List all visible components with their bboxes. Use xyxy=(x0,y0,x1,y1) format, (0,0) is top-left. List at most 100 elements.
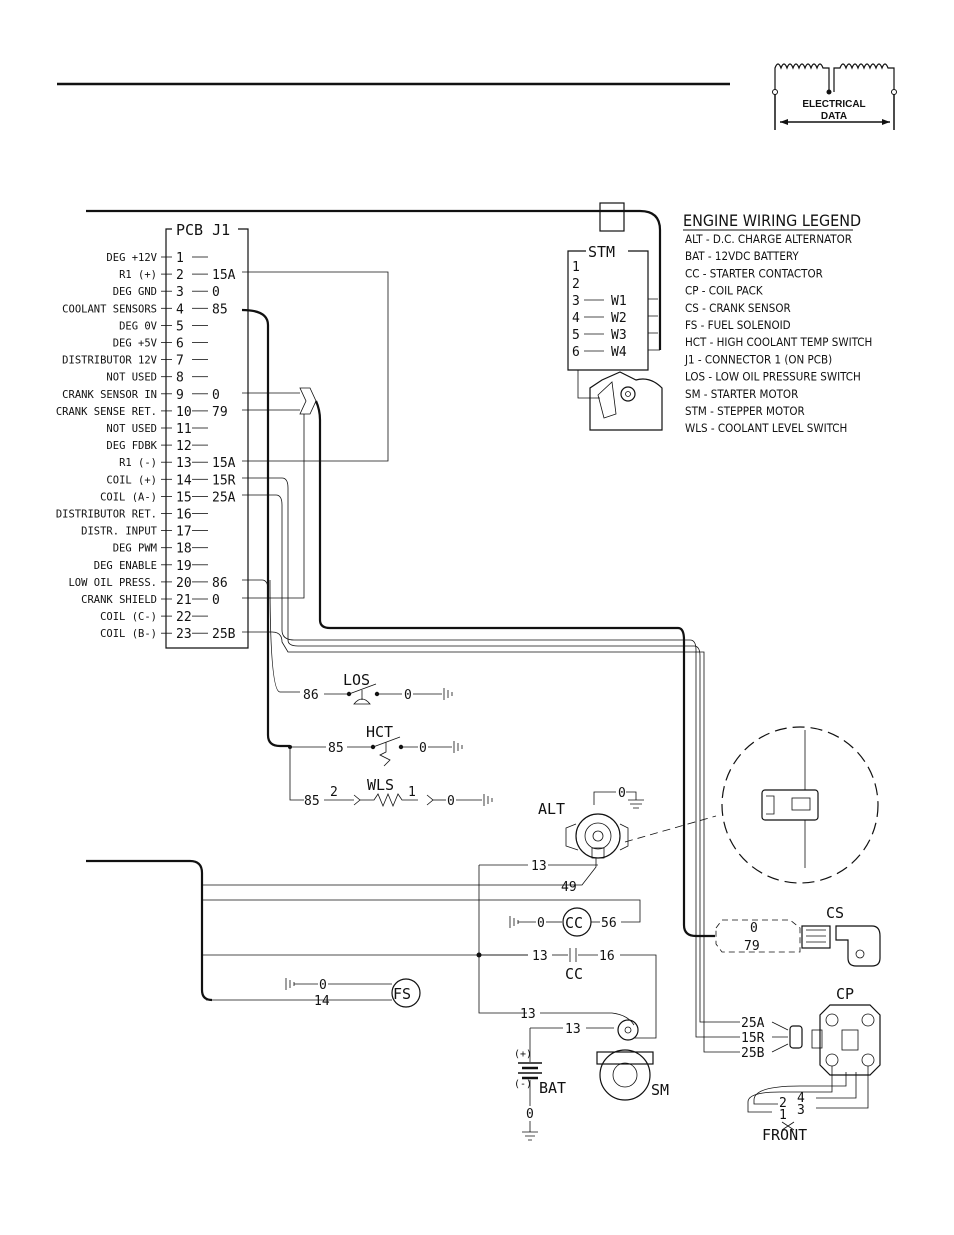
pcb-pin: 7 xyxy=(176,354,184,369)
cc-contacts: 13 16 CC xyxy=(532,948,657,1039)
stm-pin: 4 xyxy=(572,311,580,326)
front-label: FRONT xyxy=(762,1126,807,1144)
cp-pin1: 1 xyxy=(779,1108,787,1123)
legend-item: CC - STARTER CONTACTOR xyxy=(685,266,823,280)
wire-los-0: 0 xyxy=(404,688,412,703)
legend-title: ENGINE WIRING LEGEND xyxy=(683,211,861,230)
stm-plug xyxy=(599,202,625,232)
electrical-data-logo: ELECTRICAL DATA xyxy=(772,63,897,130)
cc-coil: 0 CC 56 xyxy=(509,907,617,937)
wire-cc-16: 16 xyxy=(599,949,615,964)
hct-label: HCT xyxy=(366,723,393,741)
wire-alt-49: 49 xyxy=(561,880,577,895)
pcb-row-label: R1 (+) xyxy=(119,269,157,281)
pcb-row-label: LOW OIL PRESS. xyxy=(68,577,157,589)
pcb-wire: 0 xyxy=(212,593,220,608)
cp-pin3: 3 xyxy=(797,1103,805,1118)
pcb-pin: 1 xyxy=(176,251,184,266)
pcb-pin: 5 xyxy=(176,319,184,334)
pcb-pin: 17 xyxy=(176,525,192,540)
wire-cc-0: 0 xyxy=(537,916,545,931)
wls-switch: WLS 85 2 1 0 xyxy=(304,776,493,809)
pcb-row-label: DEG GND xyxy=(113,286,157,298)
wire-alt-13: 13 xyxy=(531,859,547,874)
stm-wire: W4 xyxy=(611,345,627,360)
wire-wls-85: 85 xyxy=(304,794,320,809)
pcb-pin: 3 xyxy=(176,285,184,300)
pcb-row-label: CRANK SHIELD xyxy=(81,594,157,606)
wire-86: 86 xyxy=(303,688,319,703)
pcb-wire: 25B xyxy=(212,627,236,642)
pcb-row-label: DISTRIBUTOR RET. xyxy=(56,509,157,521)
pcb-pin: 19 xyxy=(176,559,192,574)
wire-bat-0: 0 xyxy=(526,1107,534,1122)
bat-battery: (+) (-) BAT 0 xyxy=(514,1028,566,1141)
pcb-pin: 6 xyxy=(176,337,184,352)
cp-pin4: 4 xyxy=(797,1091,805,1106)
stm-pin: 5 xyxy=(572,328,580,343)
stm-pin: 6 xyxy=(572,345,580,360)
stm-wire: W1 xyxy=(611,294,627,309)
wire-cp-15r: 15R xyxy=(741,1031,765,1046)
cp-label: CP xyxy=(836,985,854,1003)
stm-wire: W2 xyxy=(611,311,627,326)
sm-starter-motor: 13 13 SM xyxy=(520,1007,669,1101)
bat-plus: (+) xyxy=(514,1049,532,1060)
wire-wls-0: 0 xyxy=(447,794,455,809)
alt-label: ALT xyxy=(538,800,565,818)
wire-fs-14: 14 xyxy=(314,994,330,1009)
pcb-pin: 16 xyxy=(176,508,192,523)
pcb-row-label: COIL (+) xyxy=(106,474,157,486)
cp-pin2: 2 xyxy=(779,1096,787,1111)
pcb-row-label: DISTR. INPUT xyxy=(81,526,158,538)
wls-pin2: 2 xyxy=(330,785,338,800)
stm-pin: 1 xyxy=(572,260,580,275)
pcb-wiring xyxy=(241,271,740,1053)
pcb-title: PCB J1 xyxy=(176,221,230,239)
wire-sm-13b: 13 xyxy=(565,1022,581,1037)
fs-label: FS xyxy=(393,985,411,1003)
wls-label: WLS xyxy=(367,776,394,794)
engine-wiring-legend: ENGINE WIRING LEGEND ALT - D.C. CHARGE A… xyxy=(683,211,872,435)
cs-crank-sensor: 0 79 CS xyxy=(715,904,881,967)
legend-item: LOS - LOW OIL PRESSURE SWITCH xyxy=(685,370,861,384)
logo-line2: DATA xyxy=(821,111,847,122)
pcb-wire: 0 xyxy=(212,388,220,403)
pcb-row-label: COIL (A-) xyxy=(100,491,157,503)
legend-item: HCT - HIGH COOLANT TEMP SWITCH xyxy=(685,335,872,349)
pcb-row-label: R1 (-) xyxy=(119,457,157,469)
fs-fuel-solenoid: 0 FS 14 xyxy=(285,978,421,1009)
pcb-pin: 21 xyxy=(176,593,192,608)
legend-item: FS - FUEL SOLENOID xyxy=(685,318,791,332)
hct-switch: HCT 85 0 xyxy=(288,723,463,767)
stm-pin: 3 xyxy=(572,294,580,309)
alt-alternator: ALT 0 13 49 xyxy=(531,786,717,895)
pcb-wire: 0 xyxy=(212,285,220,300)
wire-cs-0: 0 xyxy=(750,921,758,936)
pcb-wire: 86 xyxy=(212,576,228,591)
pcb-pin: 9 xyxy=(176,388,184,403)
sm-label: SM xyxy=(651,1081,669,1099)
los-switch: LOS 86 0 xyxy=(303,671,453,705)
legend-item: STM - STEPPER MOTOR xyxy=(685,404,805,418)
wls-pin1: 1 xyxy=(408,785,416,800)
pcb-row-label: NOT USED xyxy=(106,423,157,435)
pcb-pin: 2 xyxy=(176,268,184,283)
bat-minus: (-) xyxy=(514,1079,532,1090)
pcb-row-label: DEG ENABLE xyxy=(94,560,157,572)
cc-coil-label: CC xyxy=(565,914,583,932)
pcb-wire: 15A xyxy=(212,456,236,471)
legend-item: BAT - 12VDC BATTERY xyxy=(685,249,799,263)
legend-item: CP - COIL PACK xyxy=(685,284,763,298)
pcb-row-label: DEG +12V xyxy=(106,252,157,264)
pcb-pin: 8 xyxy=(176,371,184,386)
bat-label: BAT xyxy=(539,1079,566,1097)
stm-title: STM xyxy=(588,243,615,261)
stm-pin: 2 xyxy=(572,277,580,292)
pcb-row-label: DISTRIBUTOR 12V xyxy=(62,355,158,367)
pcb-wire: 85 xyxy=(212,302,228,317)
cs-connector-detail xyxy=(721,726,879,884)
